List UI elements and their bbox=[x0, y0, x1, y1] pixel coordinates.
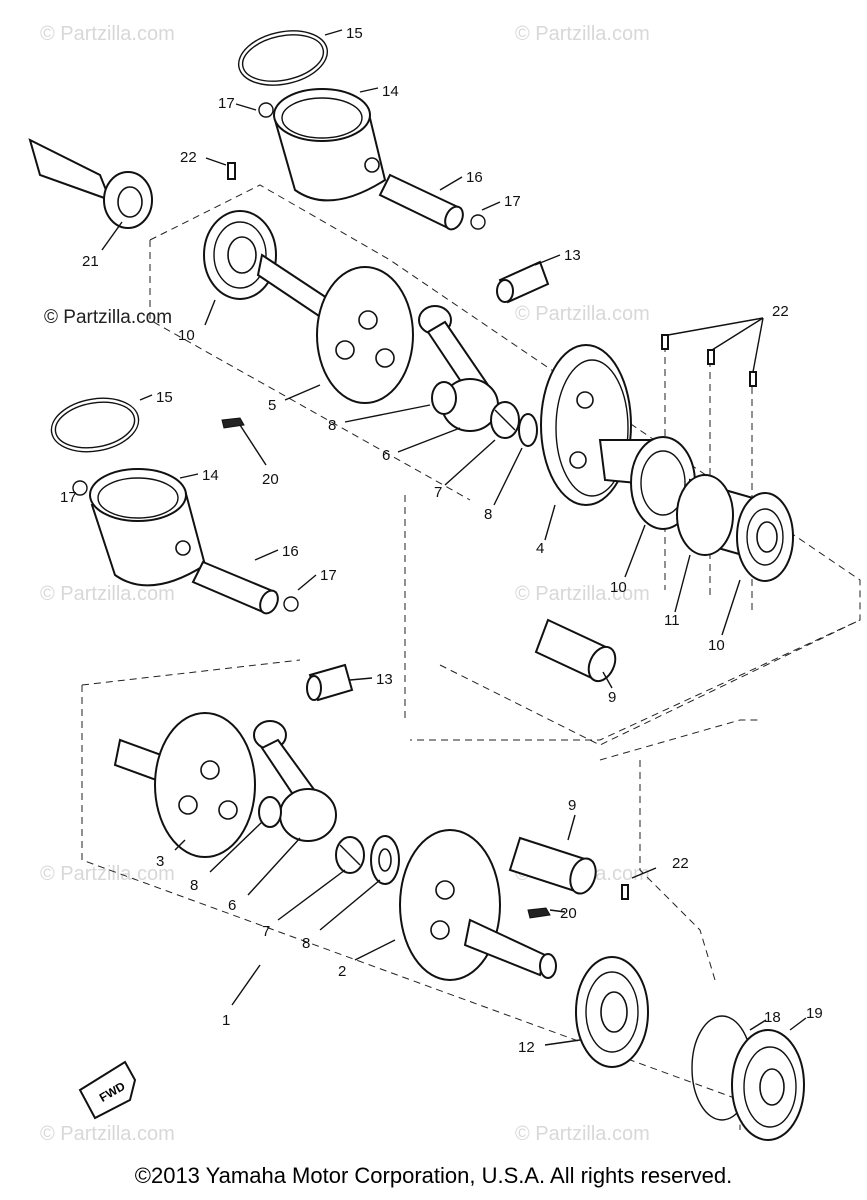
circlip bbox=[470, 214, 486, 230]
watermark: © Partzilla.com bbox=[515, 23, 650, 45]
thrust-washer bbox=[518, 413, 538, 447]
callout-10: 10 bbox=[708, 637, 725, 654]
callout-8: 8 bbox=[302, 935, 310, 952]
thrust-washer bbox=[431, 381, 457, 415]
callout-1: 1 bbox=[222, 1012, 230, 1029]
callout-20: 20 bbox=[262, 471, 279, 488]
crank-half bbox=[256, 253, 414, 404]
watermark: © Partzilla.com bbox=[40, 1123, 175, 1145]
watermark: © Partzilla.com bbox=[40, 583, 175, 605]
callout-18: 18 bbox=[764, 1009, 781, 1026]
callout-16: 16 bbox=[282, 543, 299, 560]
callout-22: 22 bbox=[672, 855, 689, 872]
piston-pin bbox=[378, 173, 464, 231]
callout-12: 12 bbox=[518, 1039, 535, 1056]
piston-ring bbox=[50, 397, 140, 453]
connecting-rod bbox=[253, 720, 337, 842]
callout-9: 9 bbox=[608, 689, 616, 706]
callout-17: 17 bbox=[320, 567, 337, 584]
callout-10: 10 bbox=[610, 579, 627, 596]
callout-4: 4 bbox=[536, 540, 544, 557]
callout-15: 15 bbox=[346, 25, 363, 42]
forward-direction-arrow: FWD bbox=[78, 1060, 137, 1120]
assembly-outline bbox=[81, 184, 861, 1130]
circlip bbox=[72, 480, 88, 496]
callout-14: 14 bbox=[382, 83, 399, 100]
dowel-pin bbox=[749, 371, 757, 387]
watermark: © Partzilla.com bbox=[515, 583, 650, 605]
crank-pin bbox=[534, 618, 617, 683]
oil-seal bbox=[731, 1029, 805, 1141]
watermark: © Partzilla.com bbox=[515, 303, 650, 325]
crank-half bbox=[113, 712, 256, 858]
watermark-dark: © Partzilla.com bbox=[44, 307, 172, 328]
needle-bearing bbox=[306, 663, 354, 702]
woodruff-key bbox=[527, 907, 551, 919]
circlip bbox=[283, 596, 299, 612]
crank-pin bbox=[508, 836, 597, 895]
callout-14: 14 bbox=[202, 467, 219, 484]
watermark: © Partzilla.com bbox=[515, 1123, 650, 1145]
callout-7: 7 bbox=[262, 923, 270, 940]
dowel-pin bbox=[621, 884, 629, 900]
callout-22: 22 bbox=[180, 149, 197, 166]
circlip bbox=[258, 102, 274, 118]
crank-half bbox=[399, 829, 557, 981]
callout-6: 6 bbox=[382, 447, 390, 464]
callout-9: 9 bbox=[568, 797, 576, 814]
callout-8: 8 bbox=[328, 417, 336, 434]
main-bearing bbox=[575, 956, 649, 1068]
watermark: © Partzilla.com bbox=[40, 23, 175, 45]
callout-15: 15 bbox=[156, 389, 173, 406]
copyright-notice: ©2013 Yamaha Motor Corporation, U.S.A. A… bbox=[134, 1163, 733, 1188]
piston bbox=[89, 468, 207, 587]
callout-labels: 15 14 17 22 16 17 21 13 10 22 5 8 6 7 8 … bbox=[60, 25, 823, 1056]
piston-pin bbox=[191, 560, 279, 615]
crank-pin-bearing bbox=[335, 836, 365, 874]
piston bbox=[273, 88, 387, 202]
woodruff-key bbox=[221, 417, 245, 429]
oil-seal bbox=[28, 138, 153, 229]
callout-17: 17 bbox=[218, 95, 235, 112]
callout-19: 19 bbox=[806, 1005, 823, 1022]
callout-6: 6 bbox=[228, 897, 236, 914]
callout-10: 10 bbox=[178, 327, 195, 344]
callout-16: 16 bbox=[466, 169, 483, 186]
needle-bearing bbox=[496, 260, 550, 304]
watermark: © Partzilla.com bbox=[40, 863, 175, 885]
dowel-pin bbox=[661, 334, 669, 350]
dowel-pin bbox=[227, 162, 236, 180]
callout-3: 3 bbox=[156, 853, 164, 870]
callout-17: 17 bbox=[504, 193, 521, 210]
connecting-rod bbox=[418, 305, 499, 432]
main-bearing bbox=[203, 210, 277, 300]
callout-22: 22 bbox=[772, 303, 789, 320]
callout-11: 11 bbox=[664, 612, 680, 629]
callout-21: 21 bbox=[82, 253, 99, 270]
crank-pin-bearing bbox=[490, 401, 520, 439]
callout-7: 7 bbox=[434, 484, 442, 501]
callout-5: 5 bbox=[268, 397, 276, 414]
callout-13: 13 bbox=[564, 247, 581, 264]
thrust-washer bbox=[258, 796, 282, 828]
callout-2: 2 bbox=[338, 963, 346, 980]
callout-8: 8 bbox=[190, 877, 198, 894]
callout-13: 13 bbox=[376, 671, 393, 688]
callout-8: 8 bbox=[484, 506, 492, 523]
piston-ring bbox=[237, 30, 329, 86]
callout-20: 20 bbox=[560, 905, 577, 922]
callout-17: 17 bbox=[60, 489, 77, 506]
leader-lines bbox=[101, 29, 807, 1046]
dowel-pin bbox=[707, 349, 715, 365]
